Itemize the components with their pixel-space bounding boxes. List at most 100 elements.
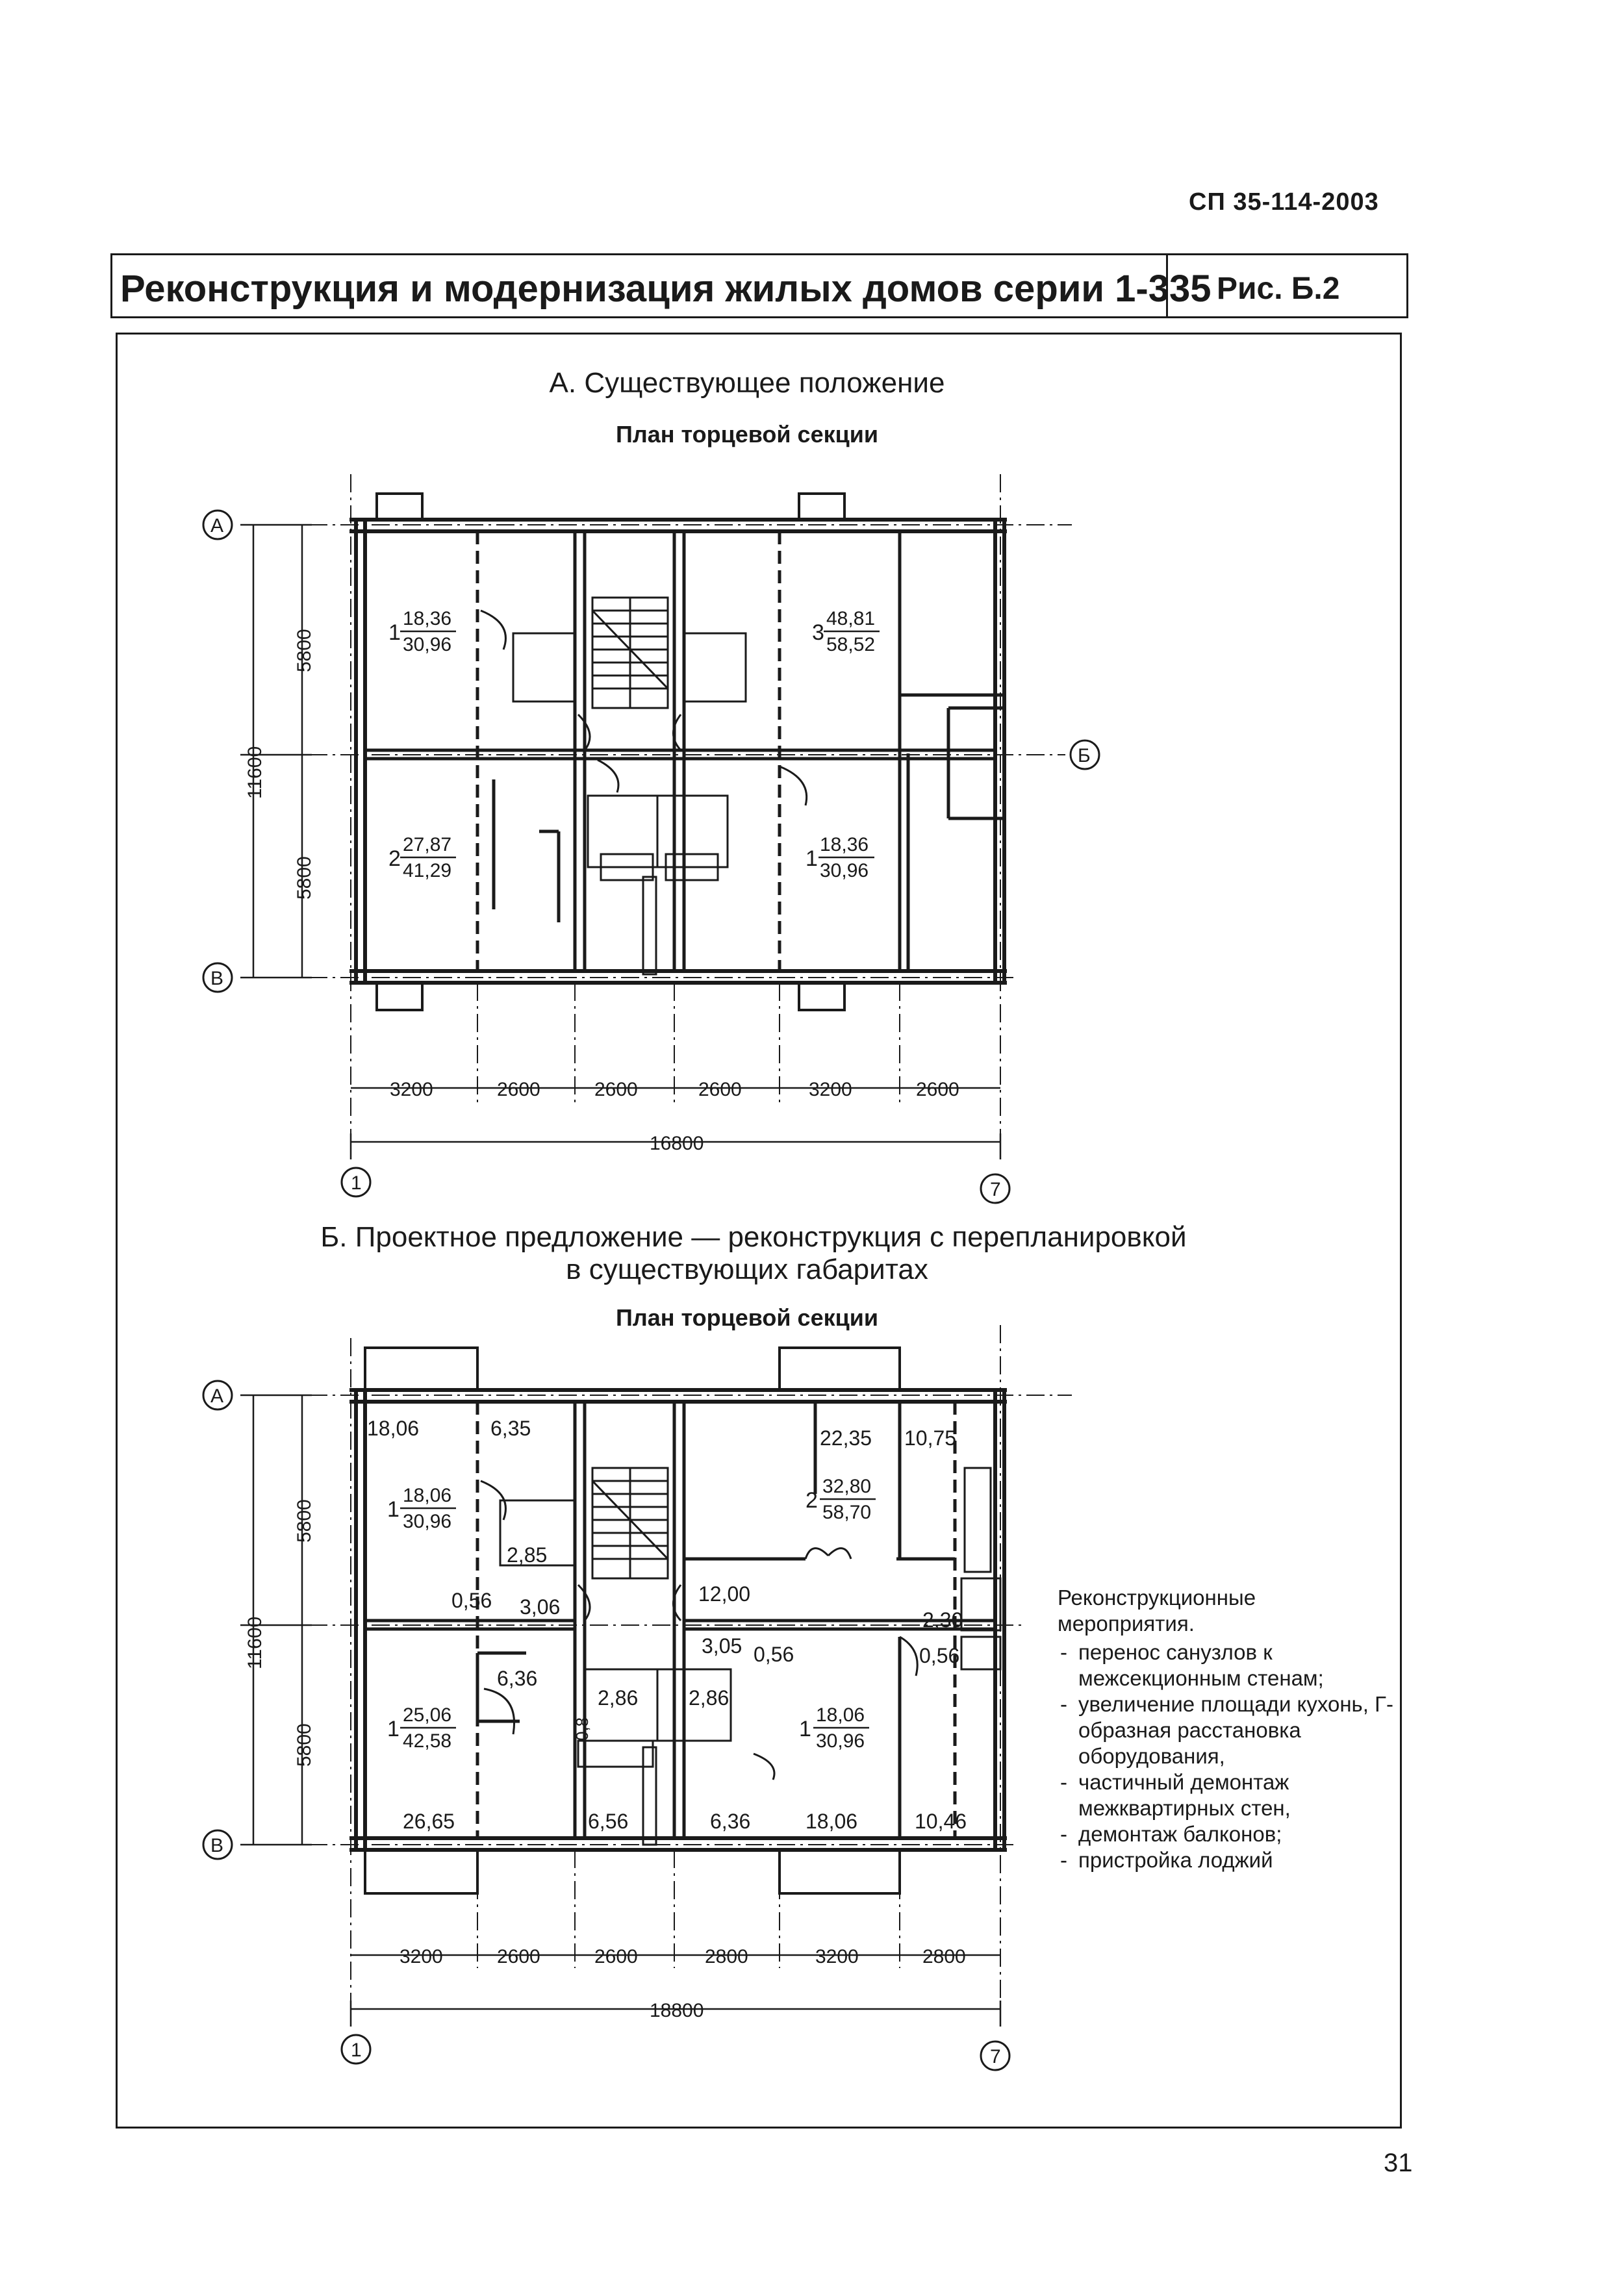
apt-a1-living: 18,36 (403, 608, 451, 629)
room-area: 18,06 (367, 1417, 419, 1440)
apt-b4-total: 30,96 (816, 1730, 865, 1752)
apt-a2-total: 58,52 (826, 634, 875, 655)
plan-b-fraction-bars (400, 1498, 876, 1729)
apt-b1-total: 30,96 (403, 1511, 451, 1532)
axis-v-label: В (210, 1835, 223, 1856)
section-a-plan-title: План торцевой секции (615, 421, 879, 448)
dim-b-span-5: 3200 (815, 1946, 859, 1967)
section-a-heading: А. Существующее положение (549, 367, 945, 399)
apt-b4-number: 1 (799, 1717, 811, 1741)
plan-a-axis-lines (247, 474, 1072, 1143)
dim-b-total: 18800 (650, 2000, 704, 2021)
room-area: 10,46 (915, 1810, 967, 1833)
section-b-plan-title: План торцевой секции (615, 1304, 879, 1331)
plan-b-doors (480, 1480, 919, 1780)
document-code: СП 35-114-2003 (1189, 188, 1379, 216)
room-area: 0,56 (919, 1644, 959, 1667)
plan-a-doors (480, 609, 808, 806)
room-area: 0,56 (451, 1589, 492, 1612)
room-area: 6,36 (497, 1667, 537, 1690)
axis-7-label: 7 (990, 1179, 1001, 1200)
room-area: 2,30 (922, 1608, 963, 1632)
apt-a4-number: 1 (806, 846, 818, 871)
apt-b1-number: 1 (387, 1497, 400, 1522)
apt-b2-total: 58,70 (822, 1502, 871, 1523)
apt-a1-number: 1 (388, 620, 401, 645)
dim-a-span-4: 2600 (698, 1079, 742, 1100)
apt-b2-number: 2 (806, 1488, 818, 1513)
measure-item: демонтаж балконов; (1058, 1821, 1395, 1847)
room-area: 0,8 (572, 1717, 592, 1741)
plan-a-fraction-bars (400, 630, 880, 859)
plan-a-balconies (375, 492, 846, 1011)
dim-a-total: 16800 (650, 1133, 704, 1154)
section-b-heading-2: в существующих габаритах (566, 1254, 928, 1285)
room-area: 12,00 (698, 1582, 750, 1606)
axis-v-label: В (210, 968, 223, 989)
room-area: 6,35 (490, 1417, 531, 1440)
dim-a-span-2: 2600 (497, 1079, 540, 1100)
dim-b-span-3: 2600 (594, 1946, 638, 1967)
apt-a4-living: 18,36 (820, 834, 869, 855)
dim-a-v-half-1: 5800 (294, 629, 315, 672)
room-area: 3,06 (520, 1595, 560, 1619)
axis-a-label: А (210, 1385, 223, 1407)
plan-b-axis-lines (247, 1325, 1072, 2007)
figure-frame (116, 333, 1402, 2129)
apt-b4-living: 18,06 (816, 1704, 865, 1726)
room-area: 3,05 (702, 1634, 742, 1658)
measure-item: перенос санузлов к межсекционным стенам; (1058, 1639, 1395, 1691)
dim-b-span-1: 3200 (400, 1946, 443, 1967)
room-area: 2,85 (507, 1543, 547, 1567)
axis-a-label: А (210, 515, 223, 537)
apt-a2-living: 48,81 (826, 608, 875, 629)
dim-a-span-1: 3200 (390, 1079, 433, 1100)
axis-7-label: 7 (990, 2046, 1001, 2067)
measures-title: Реконструкционные мероприятия. (1058, 1586, 1256, 1636)
measure-item: увеличение площади кухонь, Г-образная ра… (1058, 1691, 1395, 1769)
dim-b-span-4: 2800 (705, 1946, 748, 1967)
dim-a-span-6: 2600 (916, 1079, 959, 1100)
dim-a-v-total: 11600 (244, 746, 266, 799)
dim-b-v-total: 11600 (244, 1617, 266, 1669)
title-divider (1166, 255, 1168, 316)
plan-a-bathrooms (512, 632, 747, 976)
document-title: Реконструкция и модернизация жилых домов… (120, 268, 1212, 310)
apt-b1-living: 18,06 (403, 1485, 451, 1506)
apt-a3-living: 27,87 (403, 834, 451, 855)
apt-a2-number: 3 (812, 620, 824, 645)
room-area: 6,56 (588, 1810, 628, 1833)
apt-a1-total: 30,96 (403, 634, 451, 655)
page-number: 31 (1384, 2149, 1413, 2177)
measure-item: пристройка лоджий (1058, 1847, 1395, 1873)
dim-b-span-6: 2800 (922, 1946, 966, 1967)
room-area: 22,35 (820, 1426, 872, 1450)
apt-a3-number: 2 (388, 846, 401, 871)
reconstruction-measures: Реконструкционные мероприятия. перенос с… (1058, 1585, 1395, 1873)
room-area: 26,65 (403, 1810, 455, 1833)
dim-b-v-half-2: 5800 (294, 1723, 315, 1767)
room-area: 2,86 (598, 1686, 638, 1710)
plan-a-inner-walls (365, 531, 1004, 971)
axis-b-label: Б (1078, 745, 1091, 766)
plan-b-staircase (591, 1467, 669, 1580)
plan-a-axis-bubbles (202, 509, 1100, 1204)
dim-a-v-half-2: 5800 (294, 856, 315, 900)
axis-1-label: 1 (351, 1172, 362, 1194)
plan-a-staircase (591, 596, 669, 709)
plan-b-loggias (364, 1346, 901, 1895)
room-area: 6,36 (710, 1810, 750, 1833)
title-block: Реконструкция и модернизация жилых домов… (110, 253, 1408, 318)
apt-b2-living: 32,80 (822, 1476, 871, 1497)
room-area: 10,75 (904, 1426, 956, 1450)
section-b-heading-1: Б. Проектное предложение — реконструкция… (320, 1221, 1187, 1253)
apt-b3-number: 1 (387, 1717, 400, 1741)
apt-b3-living: 25,06 (403, 1704, 451, 1726)
room-area: 0,56 (754, 1643, 794, 1666)
dim-b-v-half-1: 5800 (294, 1499, 315, 1543)
dim-b-span-2: 2600 (497, 1946, 540, 1967)
apt-a3-total: 41,29 (403, 860, 451, 881)
dim-a-span-3: 2600 (594, 1079, 638, 1100)
